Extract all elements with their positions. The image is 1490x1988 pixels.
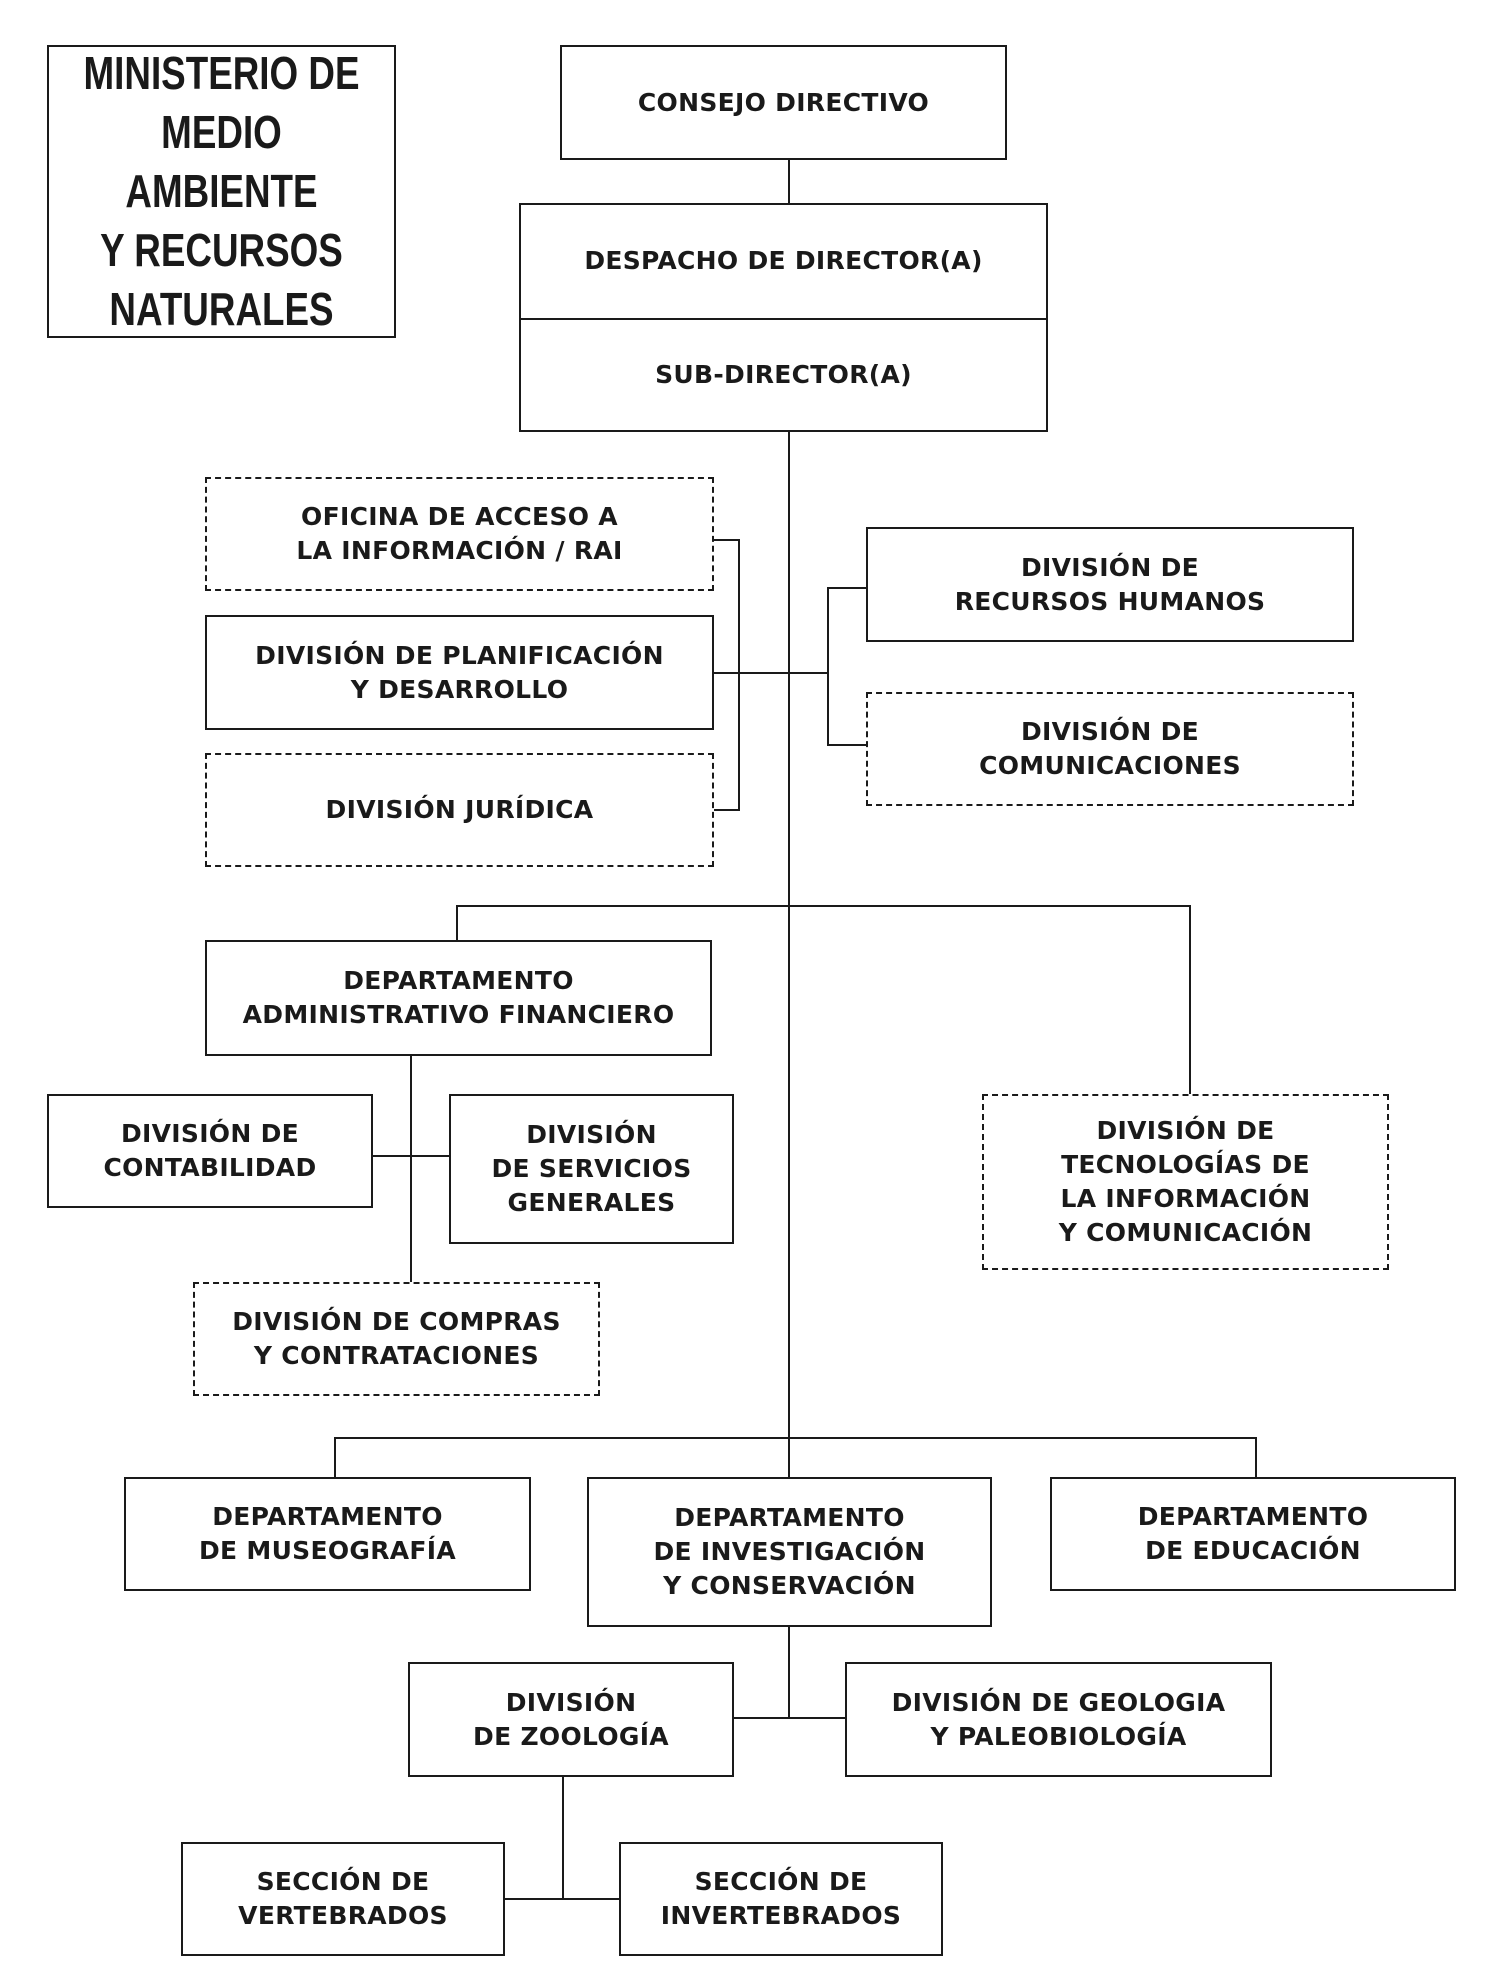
departamento-museografia-box: DEPARTAMENTO DE MUSEOGRAFÍA: [124, 1477, 531, 1591]
direccion-group: [519, 203, 1048, 432]
division-compras-box: DIVISIÓN DE COMPRAS Y CONTRATACIONES: [193, 1282, 600, 1396]
departamento-administrativo-financiero-box: DEPARTAMENTO ADMINISTRATIVO FINANCIERO: [205, 940, 712, 1056]
division-servicios-generales-box: DIVISIÓN DE SERVICIOS GENERALES: [449, 1094, 734, 1244]
division-comunicaciones-box: DIVISIÓN DE COMUNICACIONES: [866, 692, 1354, 806]
seccion-invertebrados-box: SECCIÓN DE INVERTEBRADOS: [619, 1842, 943, 1956]
seccion-vertebrados-box: SECCIÓN DE VERTEBRADOS: [181, 1842, 505, 1956]
division-planificacion-box: DIVISIÓN DE PLANIFICACIÓN Y DESARROLLO: [205, 615, 714, 730]
departamento-educacion-box: DEPARTAMENTO DE EDUCACIÓN: [1050, 1477, 1456, 1591]
ministry-title-box: [47, 45, 396, 338]
sub-director-box: SUB-DIRECTOR(A): [655, 360, 912, 389]
division-geologia-box: DIVISIÓN DE GEOLOGIA Y PALEOBIOLOGÍA: [845, 1662, 1272, 1777]
direccion-divider: [521, 318, 1046, 320]
consejo-directivo-box: CONSEJO DIRECTIVO: [560, 45, 1007, 160]
despacho-director-box: DESPACHO DE DIRECTOR(A): [584, 245, 983, 275]
departamento-investigacion-box: DEPARTAMENTO DE INVESTIGACIÓN Y CONSERVA…: [587, 1477, 992, 1627]
division-recursos-humanos-box: DIVISIÓN DE RECURSOS HUMANOS: [866, 527, 1354, 642]
ministry-title: MINISTERIO DE MEDIO AMBIENTE Y RECURSOS …: [83, 47, 360, 335]
division-juridica-box: DIVISIÓN JURÍDICA: [205, 753, 714, 867]
division-tecnologias-box: DIVISIÓN DE TECNOLOGÍAS DE LA INFORMACIÓ…: [982, 1094, 1389, 1270]
division-contabilidad-box: DIVISIÓN DE CONTABILIDAD: [47, 1094, 373, 1208]
oficina-acceso-informacion-box: OFICINA DE ACCESO A LA INFORMACIÓN / RAI: [205, 477, 714, 591]
division-zoologia-box: DIVISIÓN DE ZOOLOGÍA: [408, 1662, 734, 1777]
